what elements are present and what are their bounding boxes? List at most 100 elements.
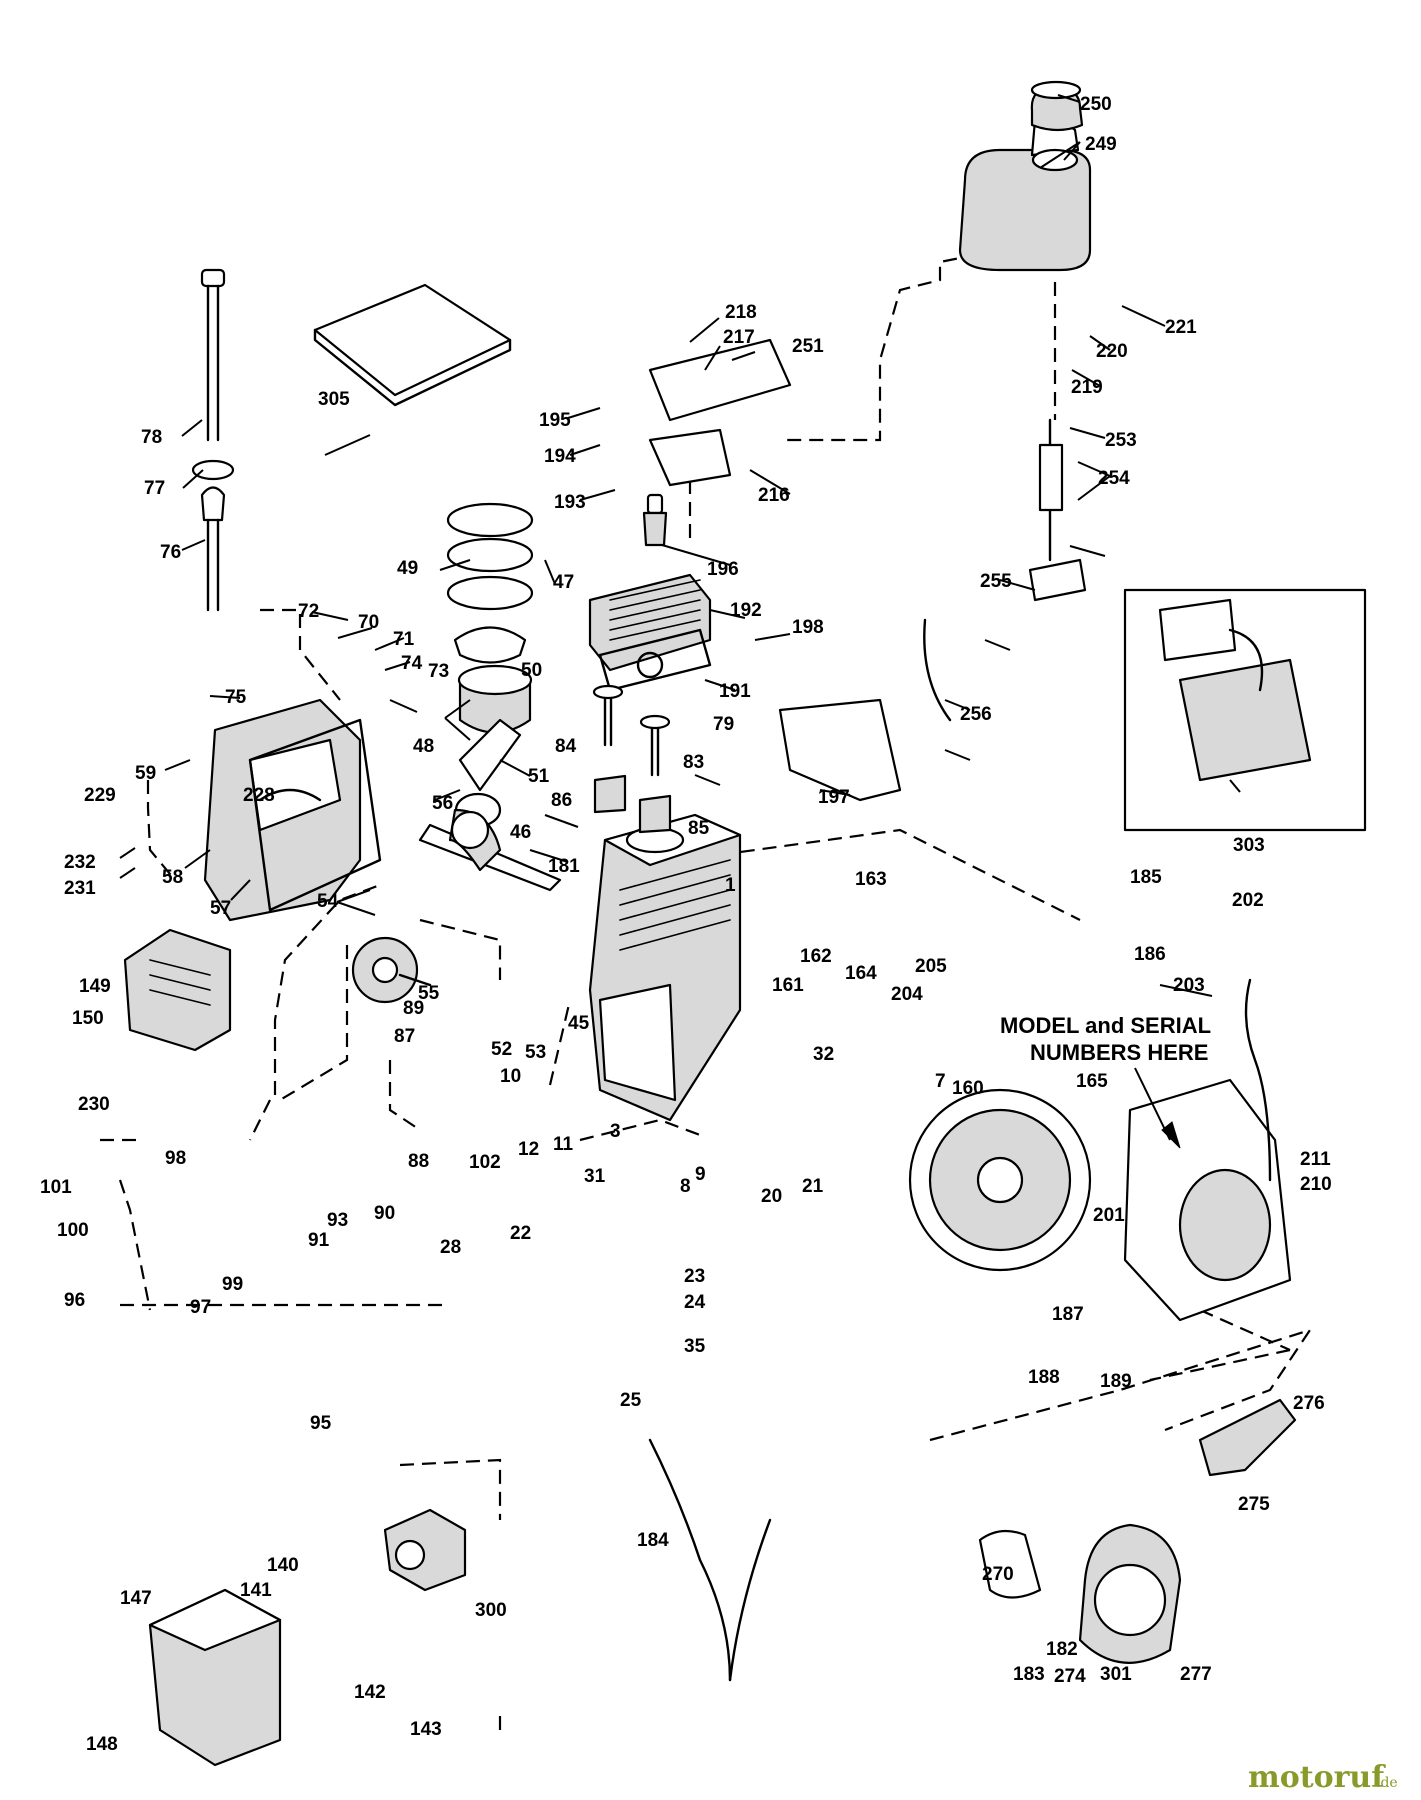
part-label: 76 bbox=[160, 542, 181, 563]
part-label: 229 bbox=[84, 785, 116, 806]
part-label: 205 bbox=[915, 956, 947, 977]
part-label: 91 bbox=[308, 1230, 330, 1251]
dipstick bbox=[191, 268, 235, 612]
part-label: 45 bbox=[568, 1013, 590, 1034]
part-label: 9 bbox=[695, 1164, 706, 1185]
part-label: 197 bbox=[818, 787, 850, 808]
part-label: 100 bbox=[57, 1220, 89, 1241]
part-label: 50 bbox=[521, 660, 542, 681]
part-label: 75 bbox=[225, 687, 247, 708]
part-label: 87 bbox=[394, 1026, 415, 1047]
part-label: 195 bbox=[539, 410, 571, 431]
part-label: 95 bbox=[310, 1413, 332, 1434]
part-label: 211 bbox=[1300, 1149, 1331, 1170]
part-label: 182 bbox=[1046, 1639, 1078, 1660]
fuel-tank bbox=[958, 118, 1092, 272]
model-serial-note: MODEL and SERIAL NUMBERS HERE bbox=[1000, 1013, 1211, 1149]
part-label: 185 bbox=[1130, 867, 1162, 888]
head-gasket bbox=[598, 628, 712, 692]
carburetor bbox=[383, 1508, 467, 1592]
part-label: 90 bbox=[374, 1203, 395, 1224]
part-label: 150 bbox=[72, 1008, 104, 1029]
recoil-starter bbox=[1078, 1523, 1182, 1664]
part-label: 191 bbox=[719, 681, 751, 702]
part-label: 59 bbox=[135, 763, 156, 784]
crankcase-gasket bbox=[248, 718, 382, 912]
part-label: 71 bbox=[393, 629, 415, 650]
fuel-line-assembly bbox=[923, 418, 1087, 722]
part-label: 189 bbox=[1100, 1371, 1132, 1392]
part-label: 89 bbox=[403, 998, 424, 1019]
crankcase-cover bbox=[203, 698, 362, 922]
part-label: 276 bbox=[1293, 1393, 1325, 1414]
manual-booklet bbox=[313, 283, 512, 407]
part-label: 161 bbox=[772, 975, 804, 996]
part-label: 77 bbox=[144, 478, 165, 499]
part-label: 51 bbox=[528, 766, 550, 787]
part-label: 55 bbox=[418, 983, 440, 1004]
part-label: 143 bbox=[410, 1719, 442, 1740]
part-label: 203 bbox=[1173, 975, 1205, 996]
part-label: 303 bbox=[1233, 835, 1265, 856]
crankshaft bbox=[418, 808, 562, 892]
part-label: 221 bbox=[1165, 317, 1197, 338]
part-label: 83 bbox=[683, 752, 704, 773]
part-label: 193 bbox=[554, 492, 586, 513]
part-label: 274 bbox=[1054, 1666, 1086, 1687]
part-label: 70 bbox=[358, 612, 379, 633]
starter-cup bbox=[978, 1529, 1042, 1599]
part-label: 254 bbox=[1098, 468, 1130, 489]
part-label: 160 bbox=[952, 1078, 984, 1099]
spark-plug bbox=[642, 493, 668, 547]
part-label: 148 bbox=[86, 1734, 118, 1755]
part-label: 181 bbox=[548, 856, 580, 877]
part-label: 56 bbox=[432, 793, 453, 814]
cylinder-head bbox=[588, 573, 712, 672]
part-label: 216 bbox=[758, 485, 790, 506]
part-label: 86 bbox=[551, 790, 572, 811]
part-label: 194 bbox=[544, 446, 576, 467]
camshaft-gear bbox=[351, 936, 432, 1004]
piston-rings bbox=[446, 502, 534, 664]
part-label: 140 bbox=[267, 1555, 299, 1576]
part-label: 270 bbox=[982, 1564, 1014, 1585]
valves bbox=[592, 684, 671, 777]
part-label: 23 bbox=[684, 1266, 705, 1287]
starter-handle bbox=[1198, 1398, 1297, 1477]
part-label: 220 bbox=[1096, 341, 1128, 362]
part-label: 196 bbox=[707, 559, 739, 580]
part-label: 250 bbox=[1080, 94, 1112, 115]
part-label: 20 bbox=[761, 1186, 782, 1207]
air-cleaner-box bbox=[148, 1588, 282, 1767]
note-line-2: NUMBERS HERE bbox=[1030, 1040, 1208, 1065]
part-label: 253 bbox=[1105, 430, 1137, 451]
part-label: 3 bbox=[610, 1121, 621, 1142]
part-label: 47 bbox=[553, 572, 574, 593]
part-label: 48 bbox=[413, 736, 434, 757]
part-label: 79 bbox=[713, 714, 734, 735]
part-label: 28 bbox=[440, 1237, 461, 1258]
valve-springs bbox=[593, 774, 672, 834]
part-label: 256 bbox=[960, 704, 992, 725]
part-label: 163 bbox=[855, 869, 887, 890]
part-label: 202 bbox=[1232, 890, 1264, 911]
part-label: 102 bbox=[469, 1152, 501, 1173]
part-label: 301 bbox=[1100, 1664, 1132, 1685]
part-label: 217 bbox=[723, 327, 755, 348]
part-label: 84 bbox=[555, 736, 577, 757]
part-label: 31 bbox=[584, 1166, 606, 1187]
part-label: 149 bbox=[79, 976, 111, 997]
part-label: 219 bbox=[1071, 377, 1103, 398]
bracket-plate bbox=[648, 338, 792, 487]
part-label: 85 bbox=[688, 818, 710, 839]
muffler bbox=[123, 928, 232, 1052]
part-label: 12 bbox=[518, 1139, 539, 1160]
fuel-cap bbox=[1030, 80, 1084, 132]
part-label: 49 bbox=[397, 558, 418, 579]
part-number-labels: 1 3 7 8 9 10 11 12 20 21 22 23 24 25 28 … bbox=[40, 94, 1332, 1755]
part-label: 164 bbox=[845, 963, 877, 984]
part-label: 141 bbox=[240, 1580, 272, 1601]
cylinder-block bbox=[588, 813, 742, 1122]
part-label: 183 bbox=[1013, 1664, 1045, 1685]
part-label: 101 bbox=[40, 1177, 72, 1198]
